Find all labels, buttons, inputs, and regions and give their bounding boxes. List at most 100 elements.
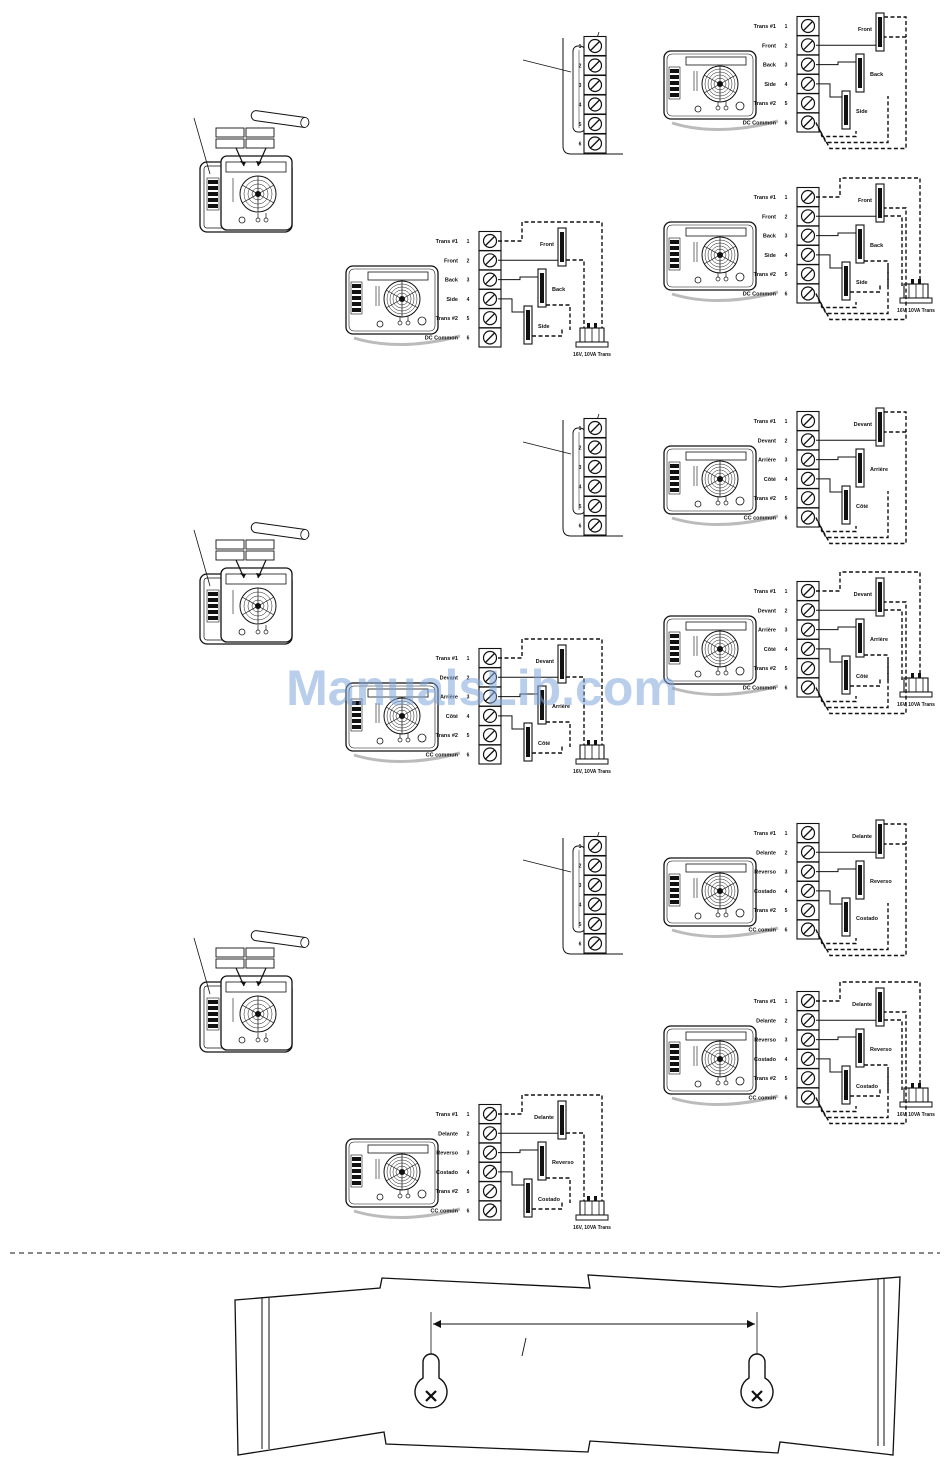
terminal-number: 6 — [785, 928, 788, 934]
terminal-screw — [583, 35, 607, 57]
terminal-label: Delante — [438, 1131, 458, 1137]
terminal-screw — [796, 990, 820, 1012]
terminal-screw — [478, 1161, 502, 1183]
terminal-label: Back — [445, 278, 459, 284]
terminal-screw — [796, 861, 820, 882]
terminal-label: Costado — [754, 1057, 777, 1063]
terminal-screw — [583, 874, 607, 896]
wire — [816, 1058, 842, 1073]
terminal-number: 6 — [785, 686, 788, 692]
wire-dashed — [864, 1064, 889, 1090]
wire-dashed — [884, 1019, 903, 1090]
wire-dashed — [817, 96, 889, 144]
terminal-screw — [796, 580, 820, 602]
terminal-screw — [796, 54, 820, 75]
terminal-number: 1 — [785, 589, 788, 595]
wire-dashed — [546, 304, 571, 330]
wire-dashed — [819, 36, 907, 150]
terminal-label: Trans #1 — [754, 24, 776, 30]
push-button — [841, 655, 851, 695]
terminal-number: 2 — [785, 608, 788, 614]
terminal-label: Trans #2 — [754, 1076, 776, 1082]
wire-dashed — [884, 823, 907, 844]
wire-dashed — [864, 260, 889, 286]
wire-dashed — [817, 903, 889, 951]
terminal-screw — [583, 913, 607, 935]
terminal-number: 5 — [785, 666, 788, 672]
terminal-number: 4 — [467, 297, 470, 303]
terminal-number: 3 — [579, 83, 582, 89]
terminal-screw — [583, 835, 607, 857]
terminal-screw — [796, 658, 820, 679]
terminal-number: 5 — [579, 122, 582, 128]
terminal-screw — [583, 855, 607, 876]
terminal-number: 4 — [579, 485, 582, 491]
wire-dashed — [532, 328, 563, 337]
button-label: Reverso — [870, 879, 892, 885]
wire-dashed — [498, 1094, 603, 1203]
terminal-screw — [583, 894, 607, 915]
terminal-label: Front — [762, 214, 776, 220]
terminal-number: 5 — [785, 1076, 788, 1082]
wire — [816, 594, 877, 611]
transformer — [575, 739, 609, 765]
terminal-label: Trans #2 — [754, 666, 776, 672]
terminal-label: Trans #1 — [754, 589, 776, 595]
terminal-screw — [796, 822, 820, 844]
terminal-label: Front — [762, 43, 776, 49]
wire-dashed — [819, 601, 907, 715]
wire-dashed — [566, 1132, 585, 1203]
terminal-label: Front — [444, 258, 458, 264]
terminal-label: Costado — [436, 1170, 459, 1176]
wire — [816, 868, 856, 873]
terminal-screw — [478, 288, 502, 310]
chime-unit — [663, 857, 757, 927]
terminal-number: 4 — [785, 889, 788, 895]
wire-dashed — [498, 638, 603, 747]
wire-dashed — [884, 215, 903, 286]
wire-dashed — [817, 1071, 889, 1119]
button-label: Costado — [856, 916, 879, 922]
push-button — [875, 987, 885, 1027]
chime-shadow — [353, 751, 461, 764]
terminal-screw — [796, 112, 820, 133]
terminal-label: DC Common — [425, 336, 459, 342]
wire — [816, 232, 856, 237]
button-label: Devant — [536, 659, 555, 665]
terminal-label: Trans #1 — [754, 195, 776, 201]
terminal-number: 1 — [467, 239, 470, 245]
terminal-screw — [478, 725, 502, 746]
wire — [498, 693, 538, 698]
terminal-screw — [478, 308, 502, 329]
terminal-screw — [583, 113, 607, 135]
terminal-label: Trans #2 — [436, 733, 458, 739]
terminal-screw — [796, 449, 820, 470]
transformer-label: 16V, 10VA Trans — [573, 769, 611, 775]
terminal-label: Trans #2 — [754, 101, 776, 107]
button-label: Devant — [854, 422, 873, 428]
terminal-number: 6 — [579, 942, 582, 948]
button-label: Delante — [852, 1002, 872, 1008]
push-button — [557, 227, 567, 267]
terminal-number: 1 — [579, 44, 582, 50]
button-label: Side — [856, 280, 868, 286]
wire-dashed — [817, 661, 889, 709]
terminal-number: 5 — [785, 908, 788, 914]
terminal-number: 6 — [785, 1096, 788, 1102]
wire-dashed — [817, 267, 889, 315]
terminal-label: Devant — [758, 608, 777, 614]
wire-dashed — [816, 571, 921, 680]
terminal-screw — [796, 1068, 820, 1089]
terminal-label: Side — [764, 253, 776, 259]
button-label: Back — [870, 72, 884, 78]
terminal-number: 1 — [467, 656, 470, 662]
terminal-label: Delante — [756, 850, 776, 856]
button-label: Devant — [854, 592, 873, 598]
terminal-number: 6 — [785, 516, 788, 522]
push-button — [841, 261, 851, 301]
